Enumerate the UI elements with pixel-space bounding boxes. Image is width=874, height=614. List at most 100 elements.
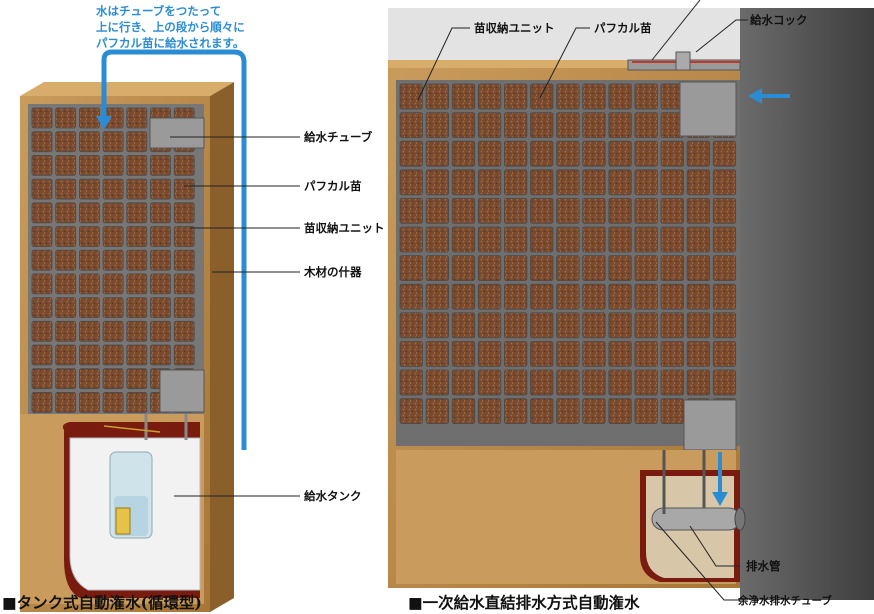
drain-manifold-left <box>159 369 205 413</box>
seedling-cell <box>150 320 171 342</box>
seedling-cell <box>79 178 100 200</box>
seedling-cell <box>126 320 148 342</box>
seedling-cell <box>102 202 124 224</box>
seedling-cell <box>31 107 53 129</box>
seedling-cell <box>55 344 77 366</box>
seedling-cell <box>530 255 554 282</box>
seedling-cell <box>31 273 53 295</box>
seedling-cell <box>660 398 684 425</box>
seedling-cell <box>712 140 737 167</box>
label-pafcal-seedling-right: パフカル苗 <box>594 21 652 35</box>
seedling-cell <box>55 178 77 200</box>
caption-right: ■一次給水直結排水方式自動潅水 <box>408 593 640 612</box>
seedling-cell <box>126 368 148 390</box>
seedling-cell <box>425 283 450 310</box>
seedling-cell <box>608 398 632 425</box>
seedling-cell <box>477 83 502 110</box>
seedling-cell <box>399 169 423 196</box>
seedling-cell <box>608 197 632 224</box>
seedling-cell <box>451 112 476 138</box>
seedling-cell <box>582 312 606 339</box>
seedling-cell <box>503 340 528 367</box>
seedling-cell <box>608 340 632 367</box>
seedling-cell <box>102 249 124 271</box>
seedling-cell <box>31 320 53 342</box>
seedling-cell <box>31 131 53 153</box>
seedling-cell <box>399 340 423 367</box>
right-fixture <box>388 8 874 600</box>
seedling-cell <box>556 283 580 310</box>
seedling-cell <box>530 283 554 310</box>
seedling-cell <box>477 312 502 339</box>
seedling-cell <box>451 369 476 396</box>
seedling-cell <box>477 140 502 167</box>
seedling-cell <box>686 140 710 167</box>
wood-frame-side <box>210 82 234 612</box>
seedling-cell <box>686 283 710 310</box>
seedling-cell <box>712 197 737 224</box>
seedling-cell <box>686 369 710 396</box>
seedling-cell <box>126 131 148 153</box>
left-fixture <box>20 82 234 612</box>
seedling-cell <box>31 344 53 366</box>
seedling-cell <box>150 273 171 295</box>
seedling-cell <box>608 369 632 396</box>
label-pafcal-seedling-left: パフカル苗 <box>304 179 362 193</box>
seedling-cell <box>582 226 606 253</box>
seedling-cell <box>712 283 737 310</box>
seedling-cell <box>556 140 580 167</box>
seedling-cell <box>399 112 423 138</box>
seedling-cell <box>399 283 423 310</box>
seedling-cell <box>582 369 606 396</box>
seedling-cell <box>425 255 450 282</box>
seedling-cell <box>31 226 53 247</box>
seedling-cell <box>102 178 124 200</box>
seedling-cell <box>582 197 606 224</box>
seedling-cell <box>686 169 710 196</box>
seedling-cell <box>399 312 423 339</box>
seedling-cell <box>79 320 100 342</box>
seedling-cell <box>477 169 502 196</box>
seedling-cell <box>399 140 423 167</box>
seedling-cell <box>686 255 710 282</box>
seedling-cell <box>102 320 124 342</box>
water-flow-arrow-left <box>101 49 247 450</box>
wall-side <box>740 8 874 600</box>
seedling-cell <box>150 202 171 224</box>
label-supply-tank: 給水タンク <box>304 489 362 503</box>
seedling-cell <box>660 226 684 253</box>
seedling-cell <box>55 131 77 153</box>
seedling-cell <box>173 297 195 319</box>
seedling-cell <box>530 340 554 367</box>
seedling-cell <box>150 154 171 176</box>
seedling-cells-right <box>399 83 737 425</box>
seedling-cell <box>173 178 195 200</box>
seedling-cell <box>530 398 554 425</box>
seedling-cell <box>425 197 450 224</box>
seedling-cell <box>79 202 100 224</box>
seedling-cell <box>451 340 476 367</box>
seedling-cell <box>451 140 476 167</box>
seedling-cell <box>425 312 450 339</box>
seedling-cell <box>556 398 580 425</box>
right-leaders <box>417 0 748 601</box>
seedling-cell <box>477 112 502 138</box>
tube-manifold-right <box>679 81 737 137</box>
seedling-cell <box>31 154 53 176</box>
seedling-cell <box>126 226 148 247</box>
inflow-arrowhead <box>748 88 762 104</box>
seedling-cell <box>634 398 658 425</box>
seedling-cell <box>79 297 100 319</box>
seedling-cell <box>126 344 148 366</box>
seedling-cell <box>608 140 632 167</box>
seedling-cell <box>102 368 124 390</box>
seedling-cell <box>102 344 124 366</box>
seedling-cell <box>126 202 148 224</box>
seedling-cell <box>608 112 632 138</box>
seedling-cell <box>173 273 195 295</box>
seedling-cell <box>126 107 148 129</box>
tube-manifold-left <box>149 117 205 149</box>
seedling-cell <box>150 249 171 271</box>
seedling-cell <box>530 226 554 253</box>
seedling-cell <box>686 312 710 339</box>
